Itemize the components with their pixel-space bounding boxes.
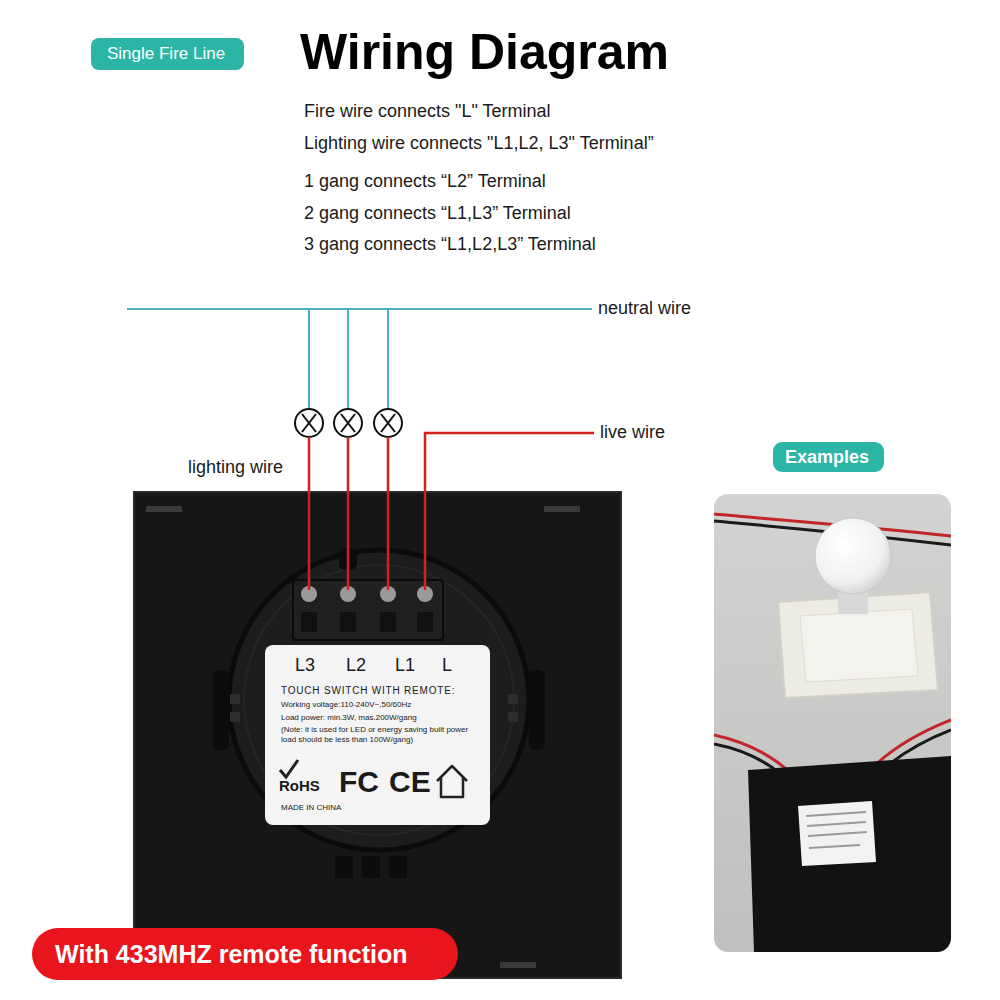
spec-text: Load power: min.3W, mas.200W/gang	[281, 713, 417, 723]
banner-text: With 433MHZ remote function	[55, 928, 408, 980]
bulb	[815, 518, 891, 594]
check-mark	[280, 760, 298, 777]
neutral-drop	[347, 309, 349, 409]
lamp-cross	[302, 414, 316, 432]
live-wire	[425, 433, 594, 590]
logo-text: CE	[389, 762, 431, 801]
terminal-hole	[301, 612, 317, 632]
switch-module	[229, 550, 529, 850]
logo-text: RoHS	[279, 776, 320, 796]
instruction-line: Lighting wire connects "L1,L2, L3" Termi…	[304, 133, 654, 155]
wire-label: neutral wire	[598, 298, 691, 320]
instruction-line: 3 gang connects “L1,L2,L3” Terminal	[304, 234, 596, 256]
spec-sticker: L3 L2 L1 L TOUCH SWITCH WITH REMOTE: Working …	[265, 645, 490, 825]
example-photo	[714, 494, 951, 952]
lamp-holder-top	[800, 609, 918, 682]
house-icon	[437, 766, 467, 797]
neutral-drop	[308, 309, 310, 409]
terminal-label: L3	[295, 654, 315, 677]
badge-text: Single Fire Line	[107, 38, 225, 70]
terminal-block	[293, 580, 443, 640]
lamp-cross	[341, 414, 355, 432]
spec-note: (Note: it is used for LED or energy savi…	[281, 725, 481, 746]
housing-notch	[146, 506, 182, 512]
terminal-hole	[417, 612, 433, 632]
module-vent	[508, 712, 518, 722]
spec-text: Working voltage:110-240V~,50/60Hz	[281, 700, 411, 710]
logo-text: FC	[339, 762, 379, 801]
terminal-label: L2	[346, 654, 366, 677]
instruction-line: Fire wire connects "L" Terminal	[304, 101, 551, 123]
lamp-cross	[381, 414, 395, 432]
housing-notch	[500, 962, 536, 968]
instruction-line: 1 gang connects “L2” Terminal	[304, 171, 546, 193]
photo-switch	[748, 756, 951, 952]
lamp-symbol	[374, 409, 402, 437]
switch-housing	[134, 492, 621, 978]
terminal-label: L1	[395, 654, 415, 677]
lighting-wire	[387, 437, 390, 590]
module-tab	[362, 856, 380, 878]
diagram-title: Wiring Diagram	[300, 25, 669, 80]
feature-banner: With 433MHZ remote function	[32, 928, 458, 980]
photo-ground	[714, 494, 951, 952]
terminal-screws	[301, 586, 433, 632]
lighting-wire	[347, 437, 350, 590]
terminal-label: L	[442, 654, 452, 677]
module-clip	[213, 670, 229, 750]
module-tab	[335, 856, 353, 878]
module-ring	[244, 565, 514, 835]
terminal-hole	[380, 612, 396, 632]
wire-label: lighting wire	[188, 457, 283, 479]
module-clip	[529, 670, 545, 750]
module-tab	[389, 856, 407, 878]
module-vent	[230, 712, 240, 722]
badge-text: Examples	[785, 442, 869, 472]
module-vent	[508, 694, 518, 704]
neutral-wire	[127, 308, 592, 310]
photo-sticker	[798, 801, 876, 866]
photo-sticker-print	[806, 812, 867, 848]
instruction-line: 2 gang connects “L1,L3” Terminal	[304, 203, 571, 225]
lamp-symbol	[295, 409, 323, 437]
module-vent	[230, 694, 240, 704]
sticker-heading: TOUCH SWITCH WITH REMOTE:	[281, 684, 455, 697]
section-badge: Examples	[773, 442, 884, 472]
lamp-symbol	[334, 409, 362, 437]
wire-label: live wire	[600, 422, 665, 444]
terminal-hole	[340, 612, 356, 632]
sticker-ground	[265, 645, 490, 825]
tag-badge: Single Fire Line	[91, 38, 244, 70]
neutral-drop	[387, 309, 389, 409]
spec-text: MADE IN CHINA	[281, 803, 341, 813]
lamp-symbols	[295, 409, 402, 437]
housing-notch	[544, 506, 580, 512]
lighting-wire	[308, 437, 311, 590]
